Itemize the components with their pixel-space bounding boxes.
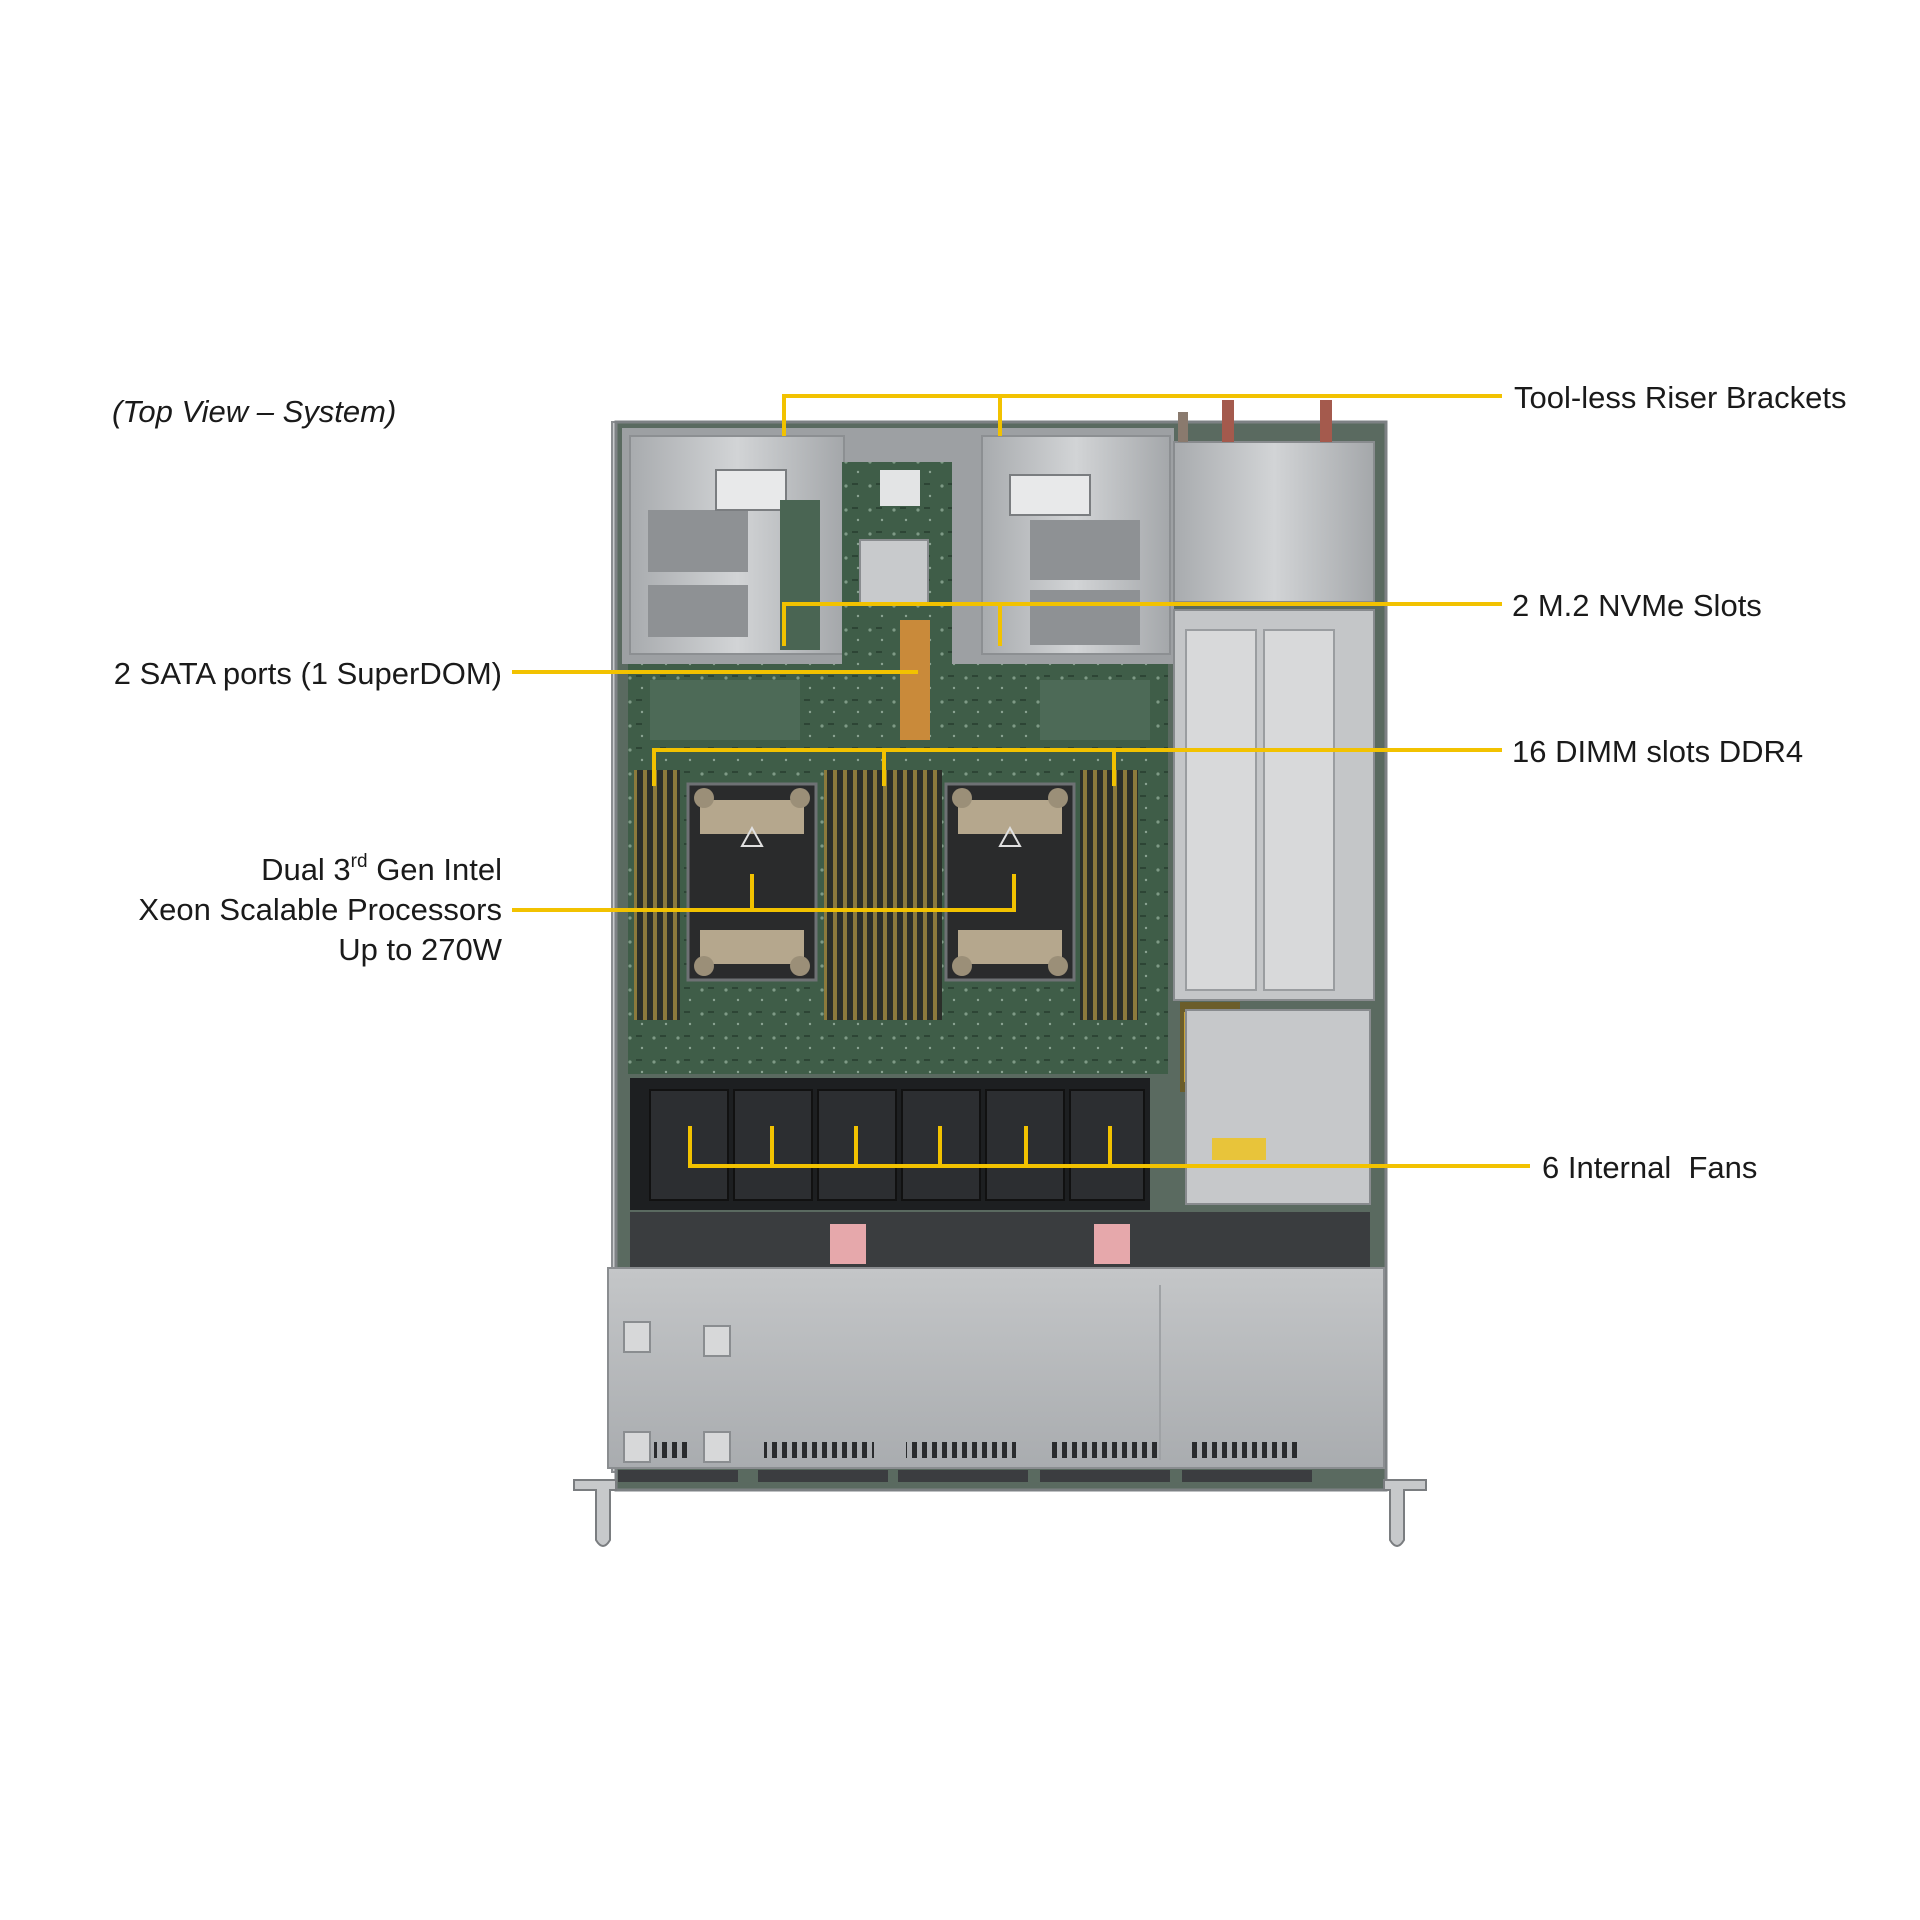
left-riser-bracket xyxy=(629,435,845,655)
label-fans: 6 Internal Fans xyxy=(1542,1150,1758,1185)
label-processors-line1: Dual 3rd Gen Intel xyxy=(261,850,502,887)
label-dimm-slots: 16 DIMM slots DDR4 xyxy=(1512,734,1804,769)
view-title: (Top View – System) xyxy=(112,394,397,429)
label-processors-line2: Xeon Scalable Processors xyxy=(138,892,502,927)
leader-fans xyxy=(688,1126,1530,1168)
internal-fans xyxy=(630,1078,1150,1210)
label-processors: Dual 3rd Gen Intel Xeon Scalable Process… xyxy=(138,850,502,970)
label-processors-line3: Up to 270W xyxy=(338,932,502,967)
leader-riser-brackets xyxy=(782,394,1502,436)
chassis xyxy=(573,400,1427,1547)
leader-nvme-slots xyxy=(782,602,1502,646)
label-riser-brackets: Tool-less Riser Brackets xyxy=(1514,380,1847,415)
front-panel xyxy=(607,1267,1385,1482)
label-nvme-slots: 2 M.2 NVMe Slots xyxy=(1512,588,1762,623)
label-sata-ports: 2 SATA ports (1 SuperDOM) xyxy=(113,656,502,691)
rack-ears xyxy=(573,1479,1427,1547)
leader-processors xyxy=(512,874,1016,912)
right-riser-bracket xyxy=(981,435,1171,655)
dimm-banks xyxy=(634,770,1138,1020)
leader-dimm-slots xyxy=(652,748,1502,786)
power-supplies xyxy=(1173,400,1375,1205)
leader-lines xyxy=(512,394,1530,1168)
cpu-heatsink-2 xyxy=(944,782,1076,982)
